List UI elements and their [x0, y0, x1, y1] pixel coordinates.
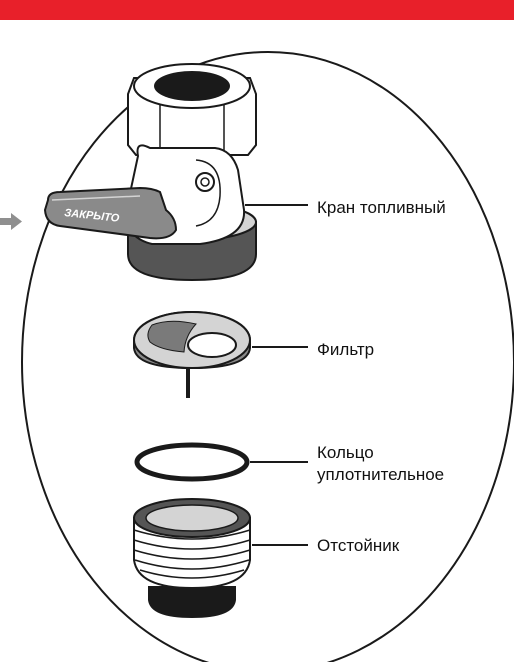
label-fuel-valve: Кран топливный	[317, 197, 446, 218]
sediment-bowl-illustration	[134, 499, 308, 618]
pointer-arrow-icon	[0, 213, 22, 230]
label-filter: Фильтр	[317, 339, 374, 360]
label-seal-ring-line2: уплотнительное	[317, 464, 444, 485]
label-seal-ring-line1: Кольцо	[317, 442, 374, 463]
filter-illustration	[134, 312, 308, 398]
fuel-valve-illustration: ЗАКРЫТО	[45, 64, 308, 280]
seal-ring-illustration	[137, 445, 308, 479]
label-sediment-bowl: Отстойник	[317, 535, 399, 556]
oval-frame	[22, 52, 514, 662]
